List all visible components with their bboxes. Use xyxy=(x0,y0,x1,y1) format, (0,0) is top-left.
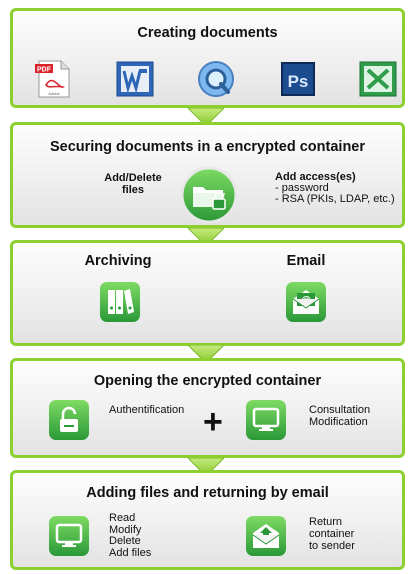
word-icon xyxy=(116,61,154,97)
panel-title: Adding files and returning by email xyxy=(86,485,329,501)
monitor-icon xyxy=(246,400,286,440)
return-container-label: Return container to sender xyxy=(309,516,355,552)
add-delete-files-label: Add/Delete files xyxy=(104,172,162,196)
pdf-label: PDF xyxy=(37,67,52,74)
photoshop-icon: Ps xyxy=(281,62,315,96)
panel-title: Creating documents xyxy=(137,25,278,41)
excel-icon xyxy=(359,61,397,97)
pdf-icon: PDF Adobe xyxy=(35,60,70,98)
lock-icon xyxy=(49,400,89,440)
flow-arrow-2 xyxy=(188,228,224,247)
flow-arrow-1 xyxy=(188,108,224,127)
panel-archiving-email: Archiving Email @ xyxy=(10,240,405,346)
access-methods-list: - password - RSA (PKIs, LDAP, etc.) xyxy=(275,182,395,205)
email-label: Email xyxy=(286,253,326,269)
consultation-modification-label: Consultation Modification xyxy=(309,404,371,428)
adobe-label: Adobe xyxy=(48,91,60,96)
flow-arrow-4 xyxy=(188,458,224,477)
panel-opening-container: Opening the encrypted container Authenti… xyxy=(10,358,405,458)
quicktime-icon xyxy=(198,61,234,97)
panel-title: Opening the encrypted container xyxy=(93,373,322,389)
archiving-label: Archiving xyxy=(84,253,152,269)
monitor-icon xyxy=(49,516,89,556)
return-envelope-icon xyxy=(246,516,286,556)
flow-arrow-3 xyxy=(188,345,224,364)
ps-label: Ps xyxy=(288,72,309,91)
panel-title: Securing documents in a encrypted contai… xyxy=(49,139,366,155)
file-actions-list: Read Modify Delete Add files xyxy=(109,512,152,559)
email-envelope-icon: @ xyxy=(286,282,326,322)
plus-sign: + xyxy=(203,403,223,441)
add-access-label: Add access(es) xyxy=(275,171,356,183)
encrypted-folder-icon xyxy=(180,166,238,224)
archive-binders-icon xyxy=(100,282,140,322)
panel-creating-documents: Creating documents PDF Adobe Ps xyxy=(10,8,405,108)
authentification-label: Authentification xyxy=(109,404,185,416)
panel-adding-files: Adding files and returning by email Read… xyxy=(10,470,405,570)
panel-securing-documents: Securing documents in a encrypted contai… xyxy=(10,122,405,228)
